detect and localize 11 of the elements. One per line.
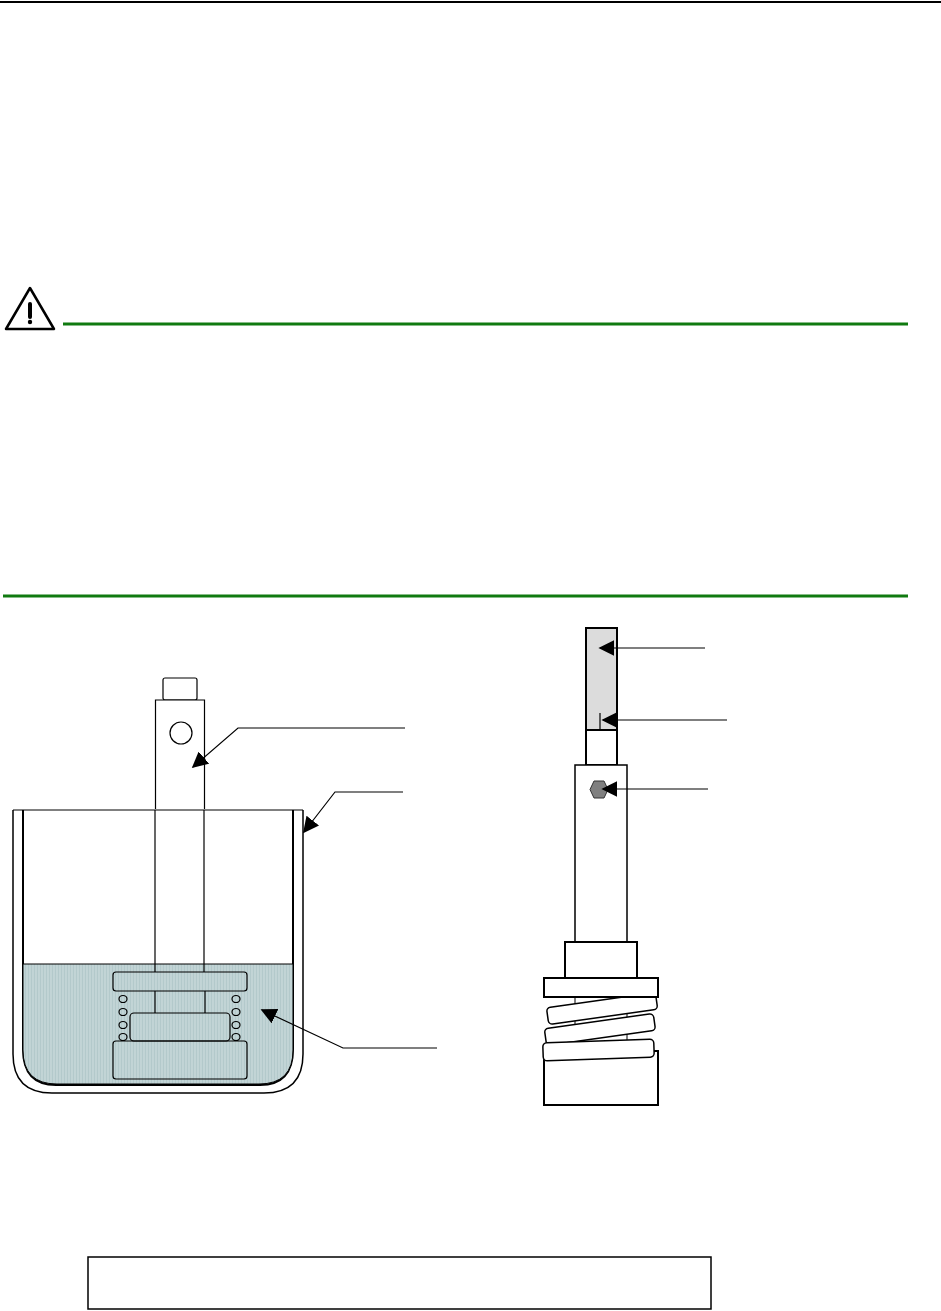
rod-drawing <box>155 678 205 809</box>
leader-line <box>303 791 404 834</box>
leader-line <box>601 712 728 728</box>
leader-line <box>260 1008 438 1049</box>
mark-line-drawing <box>598 713 602 730</box>
leader-line <box>191 727 406 769</box>
cap-drawing <box>585 627 618 731</box>
leader-line <box>598 640 706 656</box>
hex-bolt-drawing <box>589 780 609 799</box>
liquid-drawing <box>23 964 293 1085</box>
leader-line <box>601 781 709 797</box>
